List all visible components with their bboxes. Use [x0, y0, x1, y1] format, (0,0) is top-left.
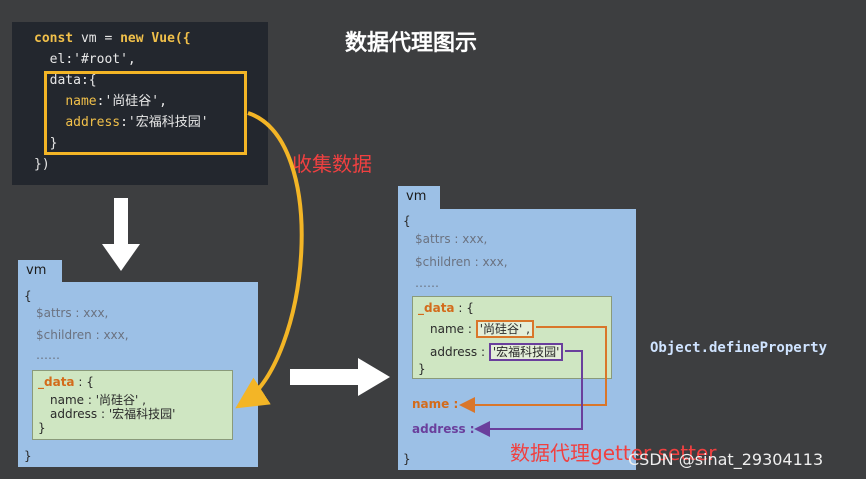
right-data-label: _data — [418, 301, 455, 315]
left-vm-open-brace: { — [24, 289, 32, 303]
right-arrow-icon — [290, 358, 390, 396]
code-line-2: el:'#root', — [34, 49, 268, 70]
define-property-label: Object.defineProperty — [650, 340, 828, 356]
left-data-line: _data : { — [38, 375, 94, 389]
code-key-el: el — [49, 52, 66, 67]
code-block: const vm = new Vue({ el:'#root', data:{ … — [12, 22, 268, 185]
code-fn-vue: Vue({ — [143, 31, 191, 46]
code-line-6: } — [34, 133, 268, 154]
right-vm-close-brace: } — [403, 452, 411, 466]
left-data-box — [32, 370, 233, 440]
page-title: 数据代理图示 — [345, 31, 478, 56]
right-data-name-key: name : — [430, 322, 476, 336]
watermark: CSDN @sinat_29304113 — [628, 450, 824, 469]
code-keyword-new: new — [120, 31, 144, 46]
code-val-name: :'尚硅谷', — [96, 94, 167, 109]
code-key-data: data — [49, 73, 81, 88]
right-vm-tab: vm — [398, 186, 440, 209]
right-data-open: : { — [454, 301, 474, 315]
right-name-proxy: name : — [412, 397, 459, 411]
left-vm-tab: vm — [18, 260, 62, 282]
name-proxy-arrow — [459, 326, 607, 413]
left-data-open: : { — [74, 375, 94, 389]
code-text: vm = — [73, 31, 121, 46]
down-arrow-icon — [102, 198, 140, 271]
code-val-data: :{ — [80, 73, 97, 88]
right-data-name-row: name : '尚硅谷' , — [430, 320, 534, 338]
left-vm-attrs: $attrs : xxx, — [36, 306, 109, 320]
code-key-name: name — [65, 94, 97, 109]
right-vm-attrs: $attrs : xxx, — [415, 232, 488, 246]
code-close-data: } — [49, 136, 58, 151]
left-vm-children: $children : xxx, — [36, 328, 129, 342]
right-data-close: } — [418, 362, 426, 376]
left-data-close: } — [38, 421, 46, 435]
right-data-address-key: address : — [430, 345, 489, 359]
left-data-name: name : '尚硅谷' , — [50, 393, 146, 407]
collect-data-arrow — [235, 111, 304, 409]
collect-data-label: 收集数据 — [292, 152, 372, 176]
left-vm-close-brace: } — [24, 449, 32, 463]
data-highlight-box — [44, 71, 247, 155]
right-data-address-row: address : '宏福科技园' — [430, 343, 564, 361]
address-proxy-arrow — [474, 350, 583, 437]
right-vm-children: $children : xxx, — [415, 255, 508, 269]
code-line-4: name:'尚硅谷', — [34, 91, 268, 112]
right-data-address-value: '宏福科技园' — [488, 343, 564, 361]
code-val-el: :'#root', — [65, 52, 136, 67]
right-data-line: _data : { — [418, 301, 474, 315]
code-line-1: const vm = new Vue({ — [34, 28, 268, 49]
right-vm-open-brace: { — [403, 214, 411, 228]
code-line-5: address:'宏福科技园' — [34, 112, 268, 133]
code-line-3: data:{ — [34, 70, 268, 91]
left-vm-ellipsis: …… — [36, 348, 60, 362]
code-close-vue: }) — [34, 157, 50, 172]
right-address-proxy: address : — [412, 422, 475, 436]
right-vm-ellipsis: …… — [415, 276, 439, 290]
code-val-address: :'宏福科技园' — [120, 115, 209, 130]
left-data-address: address : '宏福科技园' — [50, 407, 176, 421]
code-keyword-const: const — [34, 31, 74, 46]
code-line-7: }) — [34, 154, 268, 175]
right-data-name-value: '尚硅谷' , — [475, 320, 534, 338]
left-data-label: _data — [38, 375, 75, 389]
data-proxy-label: 数据代理getter setter — [510, 441, 717, 465]
code-key-address: address — [65, 115, 121, 130]
